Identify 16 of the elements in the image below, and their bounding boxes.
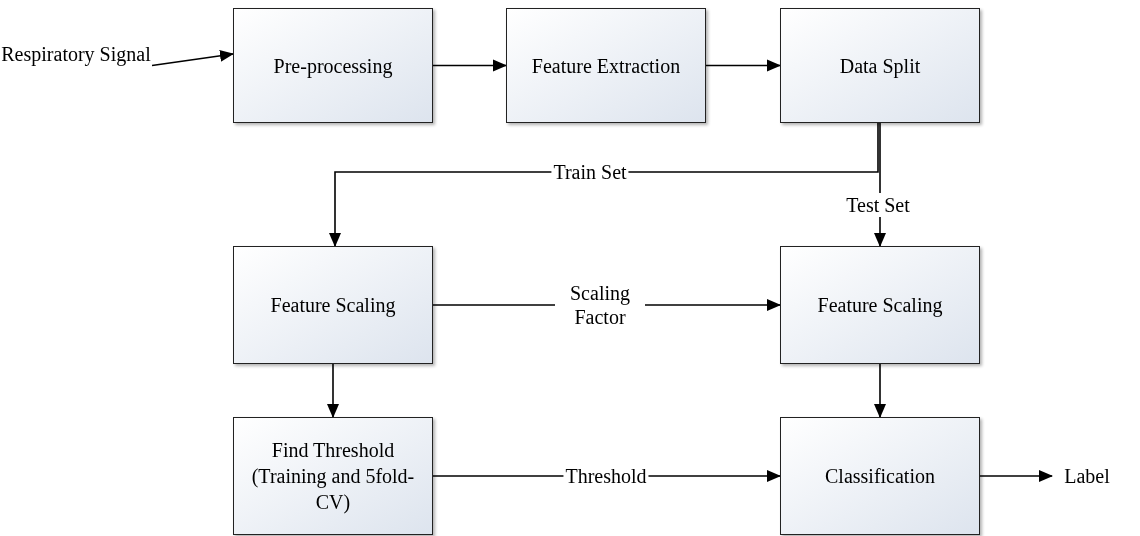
- node-text: Label: [1052, 460, 1122, 492]
- process-box: Find Threshold (Training and 5fold-CV): [233, 417, 433, 535]
- process-box: Feature Scaling: [780, 246, 980, 364]
- arrow: [432, 59, 507, 72]
- arrow: [151, 49, 234, 67]
- process-box: Classification: [780, 417, 980, 535]
- process-box: Data Split: [780, 8, 980, 123]
- process-box: Feature Scaling: [233, 246, 433, 364]
- arrow: [979, 470, 1053, 482]
- arrow: [874, 363, 886, 418]
- process-box: Feature Extraction: [506, 8, 706, 123]
- arrow: [705, 59, 781, 72]
- process-box: Pre-processing: [233, 8, 433, 123]
- arrow: [327, 363, 339, 418]
- node-text: Respiratory Signal: [0, 18, 152, 90]
- edge-label: Test Set: [844, 193, 912, 217]
